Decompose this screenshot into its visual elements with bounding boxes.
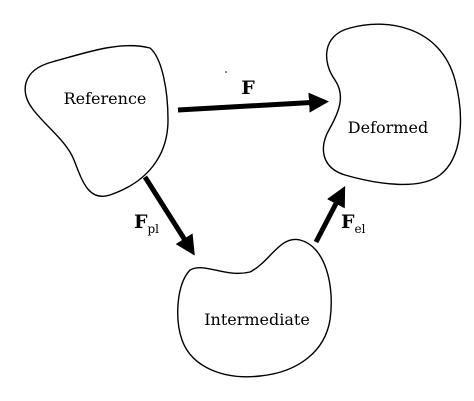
elastic-deformation-arrow	[313, 186, 346, 244]
intermediate-label: Intermediate	[204, 310, 310, 329]
deformed-region: Deformed	[322, 23, 462, 186]
elastic-deformation-label: Fel	[341, 211, 366, 236]
stray-dot	[225, 71, 227, 73]
deformed-blob	[322, 23, 462, 186]
reference-blob	[24, 44, 169, 197]
plastic-deformation-map: Fpl	[134, 175, 195, 256]
total-deformation-label: F	[241, 77, 255, 99]
reference-region: Reference	[24, 44, 169, 197]
intermediate-region: Intermediate	[177, 238, 332, 378]
reference-label: Reference	[64, 89, 147, 108]
intermediate-blob	[177, 238, 332, 378]
elastic-deformation-map: Fel	[313, 186, 366, 244]
plastic-deformation-label: Fpl	[134, 211, 159, 236]
deformed-label: Deformed	[348, 118, 428, 137]
total-deformation-arrow	[177, 92, 329, 113]
total-deformation-map: F	[177, 77, 329, 113]
plastic-deformation-arrow	[142, 175, 195, 256]
